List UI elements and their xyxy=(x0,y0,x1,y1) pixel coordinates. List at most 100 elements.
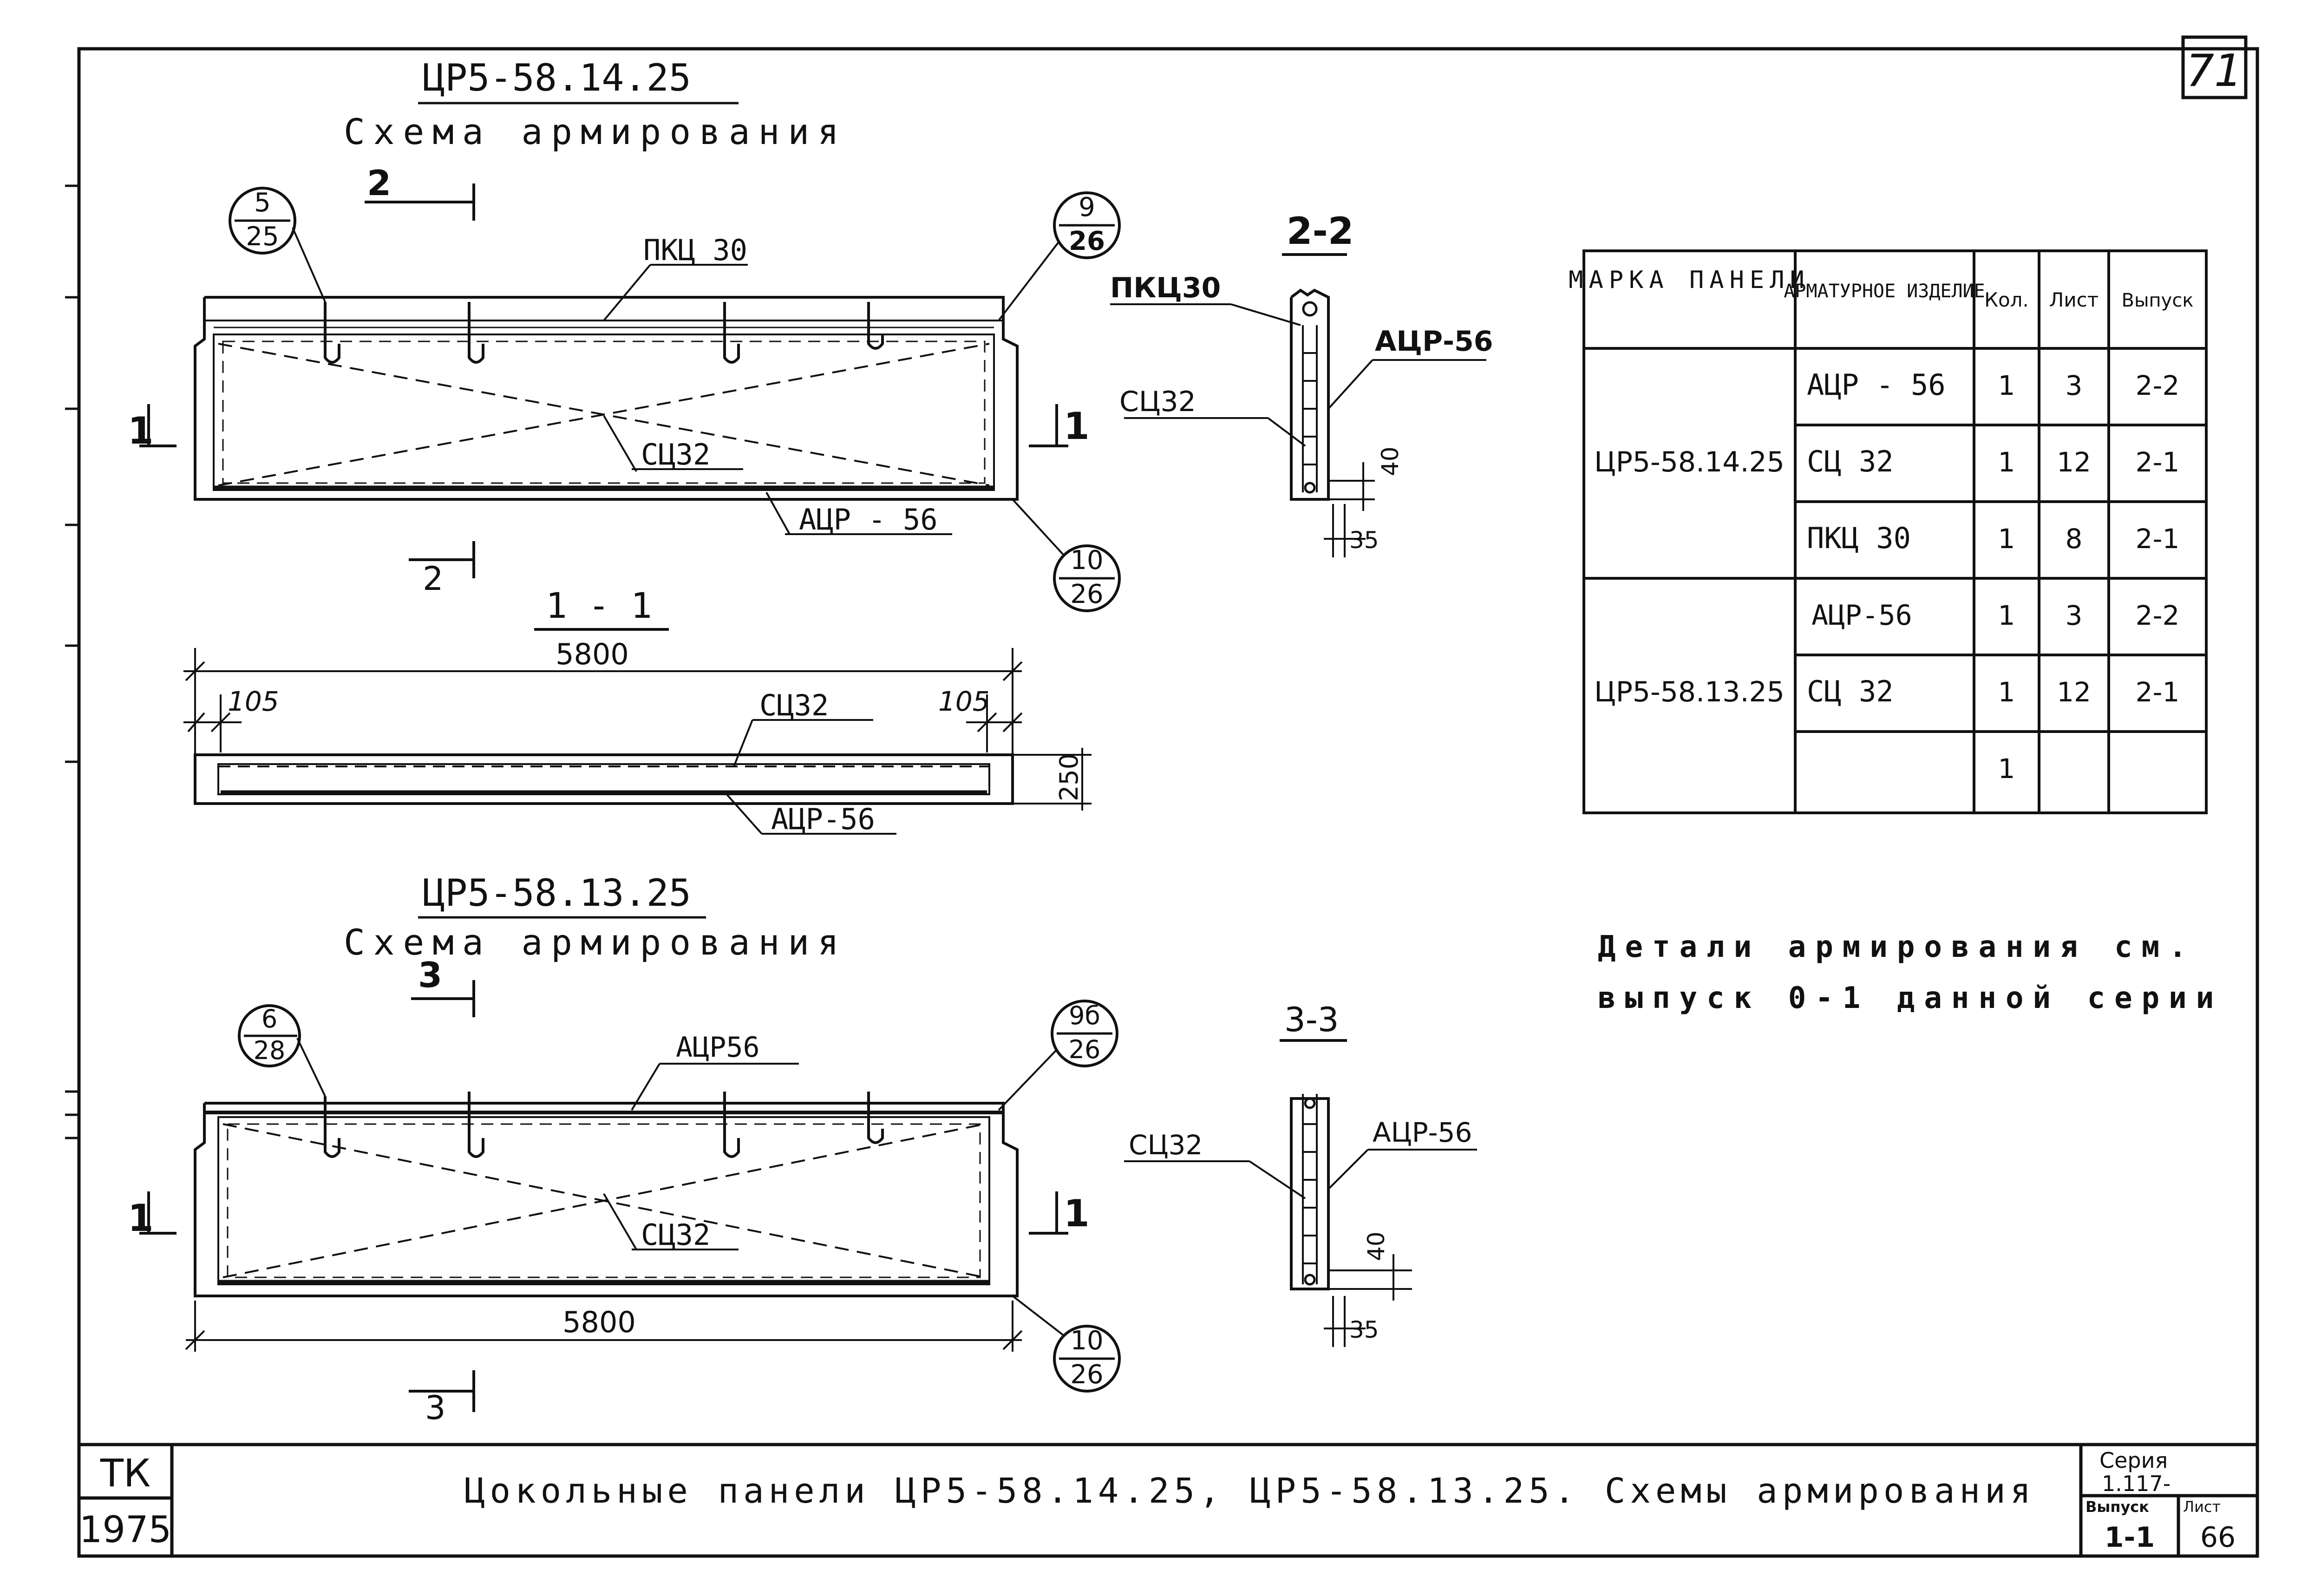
title-block-title: Цокольные панели ЦР5-58.14.25, ЦР5-58.13… xyxy=(464,1471,2035,1511)
panel1-mark: ЦР5-58.14.25 xyxy=(423,56,691,99)
table-header-item: АРМАТУРНОЕ ИЗДЕЛИЕ xyxy=(1784,281,1985,302)
panel1-diagonal-2 xyxy=(218,343,990,486)
section22-atsr: АЦР-56 xyxy=(1375,325,1493,358)
title-block-issue-value: 1-1 xyxy=(2105,1521,2155,1554)
svg-text:25: 25 xyxy=(246,222,279,252)
svg-text:26: 26 xyxy=(1069,1035,1101,1064)
table-header-qty: Кол. xyxy=(1984,288,2029,311)
section11-atsr: АЦР-56 xyxy=(771,802,875,836)
table-cell-sheet: 8 xyxy=(2066,523,2083,555)
panel1-section2-bottom: 2 xyxy=(409,541,475,598)
panel1-section1-left: 1 xyxy=(128,404,177,452)
table-header-mark: МАРКА ПАНЕЛИ xyxy=(1569,266,1810,294)
section22-leader-pkts xyxy=(1230,303,1301,326)
panel2-callout-6-28: 6 28 xyxy=(238,1004,326,1097)
title-block-year: 1975 xyxy=(79,1509,172,1551)
leader-atsr xyxy=(765,492,791,535)
svg-text:9б: 9б xyxy=(1069,1001,1100,1030)
panel1-atsr-label: АЦР - 56 xyxy=(799,503,938,536)
section22-body xyxy=(1290,288,1330,501)
panel1-outline xyxy=(194,296,1019,501)
svg-text:1: 1 xyxy=(1064,405,1090,448)
panel2-outline xyxy=(194,1102,1019,1297)
svg-text:10: 10 xyxy=(1070,1326,1103,1356)
table-cell-issue: 2-2 xyxy=(2136,370,2180,401)
panel1-callout-9-26: 9 26 xyxy=(998,191,1121,321)
table-group1-mark: ЦР5-58.14.25 xyxy=(1594,446,1785,478)
section11-leader-atsr xyxy=(724,791,763,835)
table-row: СЦ 32 xyxy=(1807,674,1894,708)
panel1-section1-right: 1 xyxy=(1029,404,1090,448)
table-cell-qty: 1 xyxy=(1998,676,2015,708)
sheet-number-box xyxy=(2181,35,2248,99)
leader-sts xyxy=(603,415,637,472)
table-cell-issue: 2-2 xyxy=(2136,600,2180,631)
section33-sts: СЦ32 xyxy=(1129,1129,1203,1161)
panel1-callout-5-25: 5 25 xyxy=(229,187,326,302)
panel2-section1-left: 1 xyxy=(128,1191,177,1240)
section33-leader-atsr xyxy=(1327,1149,1369,1190)
svg-text:28: 28 xyxy=(254,1036,286,1065)
section33-leader-sts xyxy=(1249,1160,1306,1199)
panel2-mark: ЦР5-58.13.25 xyxy=(423,871,691,915)
panel1-sts-label: СЦ32 xyxy=(641,438,710,471)
table-group2-mark: ЦР5-58.13.25 xyxy=(1594,676,1785,708)
section11-body xyxy=(194,753,1014,805)
panel1-callout-10-26: 10 26 xyxy=(1012,498,1121,612)
sheet-frame xyxy=(77,47,2259,1558)
svg-text:3: 3 xyxy=(425,1389,446,1427)
title-block-issue-label: Выпуск xyxy=(2086,1498,2149,1516)
title-block-sheet-label: Лист xyxy=(2183,1498,2221,1516)
table-cell-issue: 2-1 xyxy=(2136,446,2180,478)
table-row: ПКЦ 30 xyxy=(1807,521,1911,555)
panel2-lifting-loops xyxy=(324,1092,884,1158)
table-row: АЦР - 56 xyxy=(1807,368,1946,402)
section22-dim-35: 35 xyxy=(1349,527,1379,554)
table-cell-qty: 1 xyxy=(1998,523,2015,555)
title-block-sheet-value: 66 xyxy=(2200,1521,2236,1554)
panel2-dim-total: 5800 xyxy=(562,1305,636,1339)
table-cell-qty: 1 xyxy=(1998,446,2015,478)
section22-title: 2-2 xyxy=(1287,209,1354,253)
title-block-tk: ТК xyxy=(100,1452,150,1496)
section11-dim-left: 105 xyxy=(228,686,279,717)
svg-text:26: 26 xyxy=(1070,579,1103,609)
panel1-lifting-loops xyxy=(324,302,884,364)
binding-ticks xyxy=(65,184,79,1139)
panel2-sts-label: СЦ32 xyxy=(641,1218,710,1252)
panel2-atsr-label: АЦР56 xyxy=(676,1031,760,1064)
section33-dims xyxy=(1324,1254,1412,1347)
svg-text:1: 1 xyxy=(1064,1192,1090,1235)
table-row: СЦ 32 xyxy=(1807,445,1894,478)
title-block-series-label: Серия xyxy=(2099,1448,2168,1473)
table-cell-issue: 2-1 xyxy=(2136,676,2180,708)
panel2-leader-atsr xyxy=(631,1063,660,1111)
table-cell-qty: 1 xyxy=(1998,753,2015,785)
section11-title: 1 - 1 xyxy=(546,585,652,626)
panel2-leader-sts xyxy=(603,1193,637,1250)
sheet-number: 71 xyxy=(2186,46,2243,97)
section11-dim-height: 250 xyxy=(1054,753,1084,801)
table-row: АЦР-56 xyxy=(1811,599,1912,632)
section22-dim-40: 40 xyxy=(1377,446,1404,476)
leader-pkts xyxy=(603,264,651,321)
table-cell-sheet: 3 xyxy=(2066,600,2083,631)
svg-text:2: 2 xyxy=(423,560,444,598)
svg-text:9: 9 xyxy=(1079,192,1095,222)
table-header-sheet: Лист xyxy=(2049,288,2099,311)
table-cell-sheet: 12 xyxy=(2057,446,2091,478)
panel2-diagonal-2 xyxy=(222,1123,985,1278)
svg-text:5: 5 xyxy=(254,188,271,218)
panel2-section1-right: 1 xyxy=(1029,1191,1090,1235)
section33-dim-35: 35 xyxy=(1349,1316,1379,1343)
title-block-series-value: 1.117- xyxy=(2102,1471,2171,1496)
section11-dim-total: 5800 xyxy=(556,637,629,671)
table-cell-sheet: 12 xyxy=(2057,676,2091,708)
panel1-pkts-label: ПКЦ 30 xyxy=(643,233,747,267)
section11-sts: СЦ32 xyxy=(759,688,829,722)
section22-leader-sts xyxy=(1267,417,1306,447)
svg-text:6: 6 xyxy=(262,1004,277,1033)
section33-dim-40: 40 xyxy=(1363,1231,1390,1261)
panel2-section3-bottom: 3 xyxy=(409,1370,475,1427)
panel2-section3-top-label: 3 xyxy=(418,955,442,995)
